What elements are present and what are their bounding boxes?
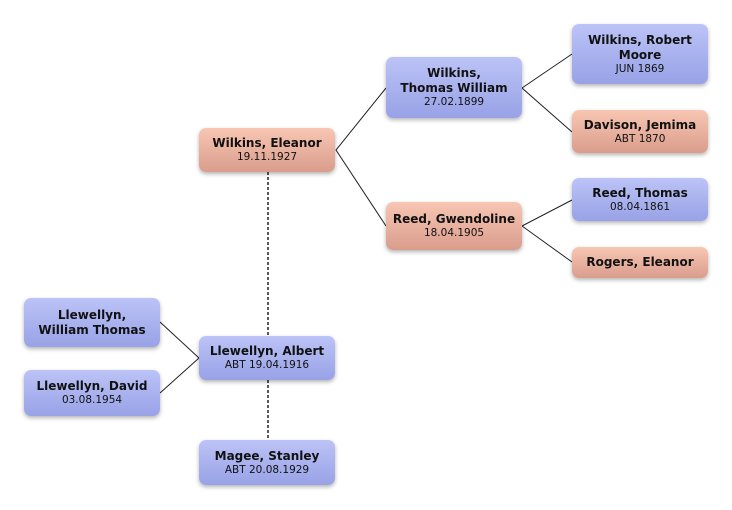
person-eleanor-rogers[interactable]: Rogers, Eleanor [572, 247, 708, 278]
person-date: ABT 19.04.1916 [224, 359, 310, 371]
person-name: Llewellyn, Albert [209, 344, 325, 358]
person-date: 03.08.1954 [61, 394, 123, 406]
person-stanley-magee[interactable]: Magee, Stanley ABT 20.08.1929 [199, 440, 335, 485]
person-thomas-william-wilkins[interactable]: Wilkins, Thomas William 27.02.1899 [386, 57, 522, 118]
person-thomas-reed[interactable]: Reed, Thomas 08.04.1861 [572, 178, 708, 221]
person-jemima-davison[interactable]: Davison, Jemima ABT 1870 [572, 110, 708, 153]
connector [335, 87, 387, 227]
person-name: Wilkins, Robert Moore [588, 32, 692, 62]
person-gwendoline-reed[interactable]: Reed, Gwendoline 18.04.1905 [386, 202, 522, 250]
person-name: Wilkins, Eleanor [212, 136, 322, 150]
person-eleanor-wilkins[interactable]: Wilkins, Eleanor 19.11.1927 [199, 128, 335, 172]
person-date: ABT 20.08.1929 [224, 463, 310, 476]
connector [159, 321, 200, 394]
person-date: JUN 1869 [615, 62, 665, 75]
person-date: ABT 1870 [614, 132, 666, 145]
person-robert-moore-wilkins[interactable]: Wilkins, Robert Moore JUN 1869 [572, 24, 708, 84]
connector [521, 199, 573, 263]
person-name: Llewellyn, David [36, 379, 148, 393]
person-albert-llewellyn[interactable]: Llewellyn, Albert ABT 19.04.1916 [199, 336, 335, 380]
person-date: 18.04.1905 [423, 227, 485, 239]
person-name: Reed, Gwendoline [392, 212, 516, 226]
person-date: 08.04.1861 [609, 200, 671, 213]
person-william-thomas-llewellyn[interactable]: Llewellyn, William Thomas [24, 298, 160, 347]
person-name: Rogers, Eleanor [586, 255, 694, 269]
person-date: 27.02.1899 [423, 96, 485, 108]
person-name: Reed, Thomas [592, 185, 688, 200]
person-date: 19.11.1927 [236, 151, 298, 163]
person-name: Davison, Jemima [583, 117, 697, 132]
connector [521, 53, 573, 133]
person-name: Llewellyn, William Thomas [38, 307, 146, 337]
person-david-llewellyn[interactable]: Llewellyn, David 03.08.1954 [24, 370, 160, 416]
person-name: Magee, Stanley [214, 448, 320, 463]
person-name: Wilkins, Thomas William [400, 66, 508, 95]
